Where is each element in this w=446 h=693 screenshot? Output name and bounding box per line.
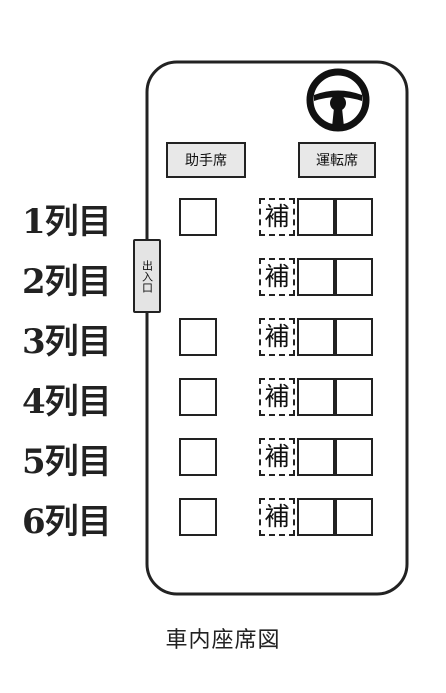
seat-right-a-row-6[interactable] — [297, 498, 335, 536]
seat-left-row-1[interactable] — [179, 198, 217, 236]
seat-right-a-row-3[interactable] — [297, 318, 335, 356]
seat-right-b-row-5[interactable] — [335, 438, 373, 476]
aux-seat-row-3[interactable]: 補 — [259, 318, 295, 356]
seat-right-b-row-4[interactable] — [335, 378, 373, 416]
seat-right-b-row-6[interactable] — [335, 498, 373, 536]
entrance-label: 出入口 — [140, 259, 154, 293]
row-label-1: 1列目 — [22, 202, 112, 242]
row-label-5: 5列目 — [22, 442, 112, 482]
row-label-3: 3列目 — [22, 322, 112, 362]
seat-left-row-6[interactable] — [179, 498, 217, 536]
driver-seat-label: 運転席 — [316, 153, 358, 169]
seat-right-b-row-1[interactable] — [335, 198, 373, 236]
seat-right-b-row-2[interactable] — [335, 258, 373, 296]
aux-seat-row-2[interactable]: 補 — [259, 258, 295, 296]
diagram-caption: 車内座席図 — [165, 628, 281, 653]
seat-right-a-row-2[interactable] — [297, 258, 335, 296]
seat-left-row-4[interactable] — [179, 378, 217, 416]
aux-seat-row-6[interactable]: 補 — [259, 498, 295, 536]
aux-seat-row-4[interactable]: 補 — [259, 378, 295, 416]
seat-right-b-row-3[interactable] — [335, 318, 373, 356]
seat-right-a-row-5[interactable] — [297, 438, 335, 476]
seat-right-a-row-4[interactable] — [297, 378, 335, 416]
row-label-4: 4列目 — [22, 382, 112, 422]
aux-seat-row-1[interactable]: 補 — [259, 198, 295, 236]
steering-wheel-icon — [306, 68, 370, 132]
row-label-6: 6列目 — [22, 502, 112, 542]
seat-left-row-5[interactable] — [179, 438, 217, 476]
seat-left-row-3[interactable] — [179, 318, 217, 356]
passenger-seat-plate: 助手席 — [166, 142, 246, 178]
row-label-2: 2列目 — [22, 262, 112, 302]
seat-right-a-row-1[interactable] — [297, 198, 335, 236]
passenger-seat-label: 助手席 — [185, 153, 227, 169]
driver-seat-plate: 運転席 — [298, 142, 376, 178]
aux-seat-row-5[interactable]: 補 — [259, 438, 295, 476]
entrance-door: 出入口 — [133, 239, 161, 313]
